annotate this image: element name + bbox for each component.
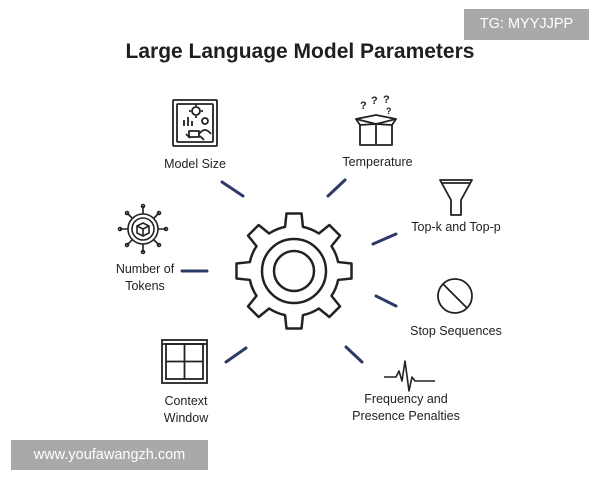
token-chip-icon: [117, 203, 169, 255]
connector-temperature: [326, 178, 347, 198]
site-watermark: www.youfawangzh.com: [11, 440, 208, 470]
label-penalties: Frequency and Presence Penalties: [346, 391, 466, 425]
label-temperature: Temperature: [342, 155, 413, 169]
prohibited-icon: [437, 278, 473, 314]
label-number-of-tokens-line1: Number of: [115, 262, 175, 276]
label-context-window-line1: Context: [164, 394, 208, 408]
connector-penalties: [344, 345, 364, 364]
label-top-k-top-p: Top-k and Top-p: [411, 220, 501, 234]
connector-top-k-top-p: [371, 232, 398, 246]
telegram-watermark: TG: MYYJJPP: [464, 9, 589, 40]
mystery-box-icon: ? ? ? ?: [355, 94, 397, 146]
window-icon: [161, 339, 208, 384]
label-stop-sequences: Stop Sequences: [410, 324, 502, 338]
svg-text:?: ?: [360, 100, 367, 112]
waveform-icon: [384, 360, 435, 392]
gear-hole: [272, 249, 316, 293]
label-context-window-line2: Window: [163, 411, 209, 425]
connector-lines: [180, 178, 398, 364]
label-model-size: Model Size: [164, 157, 226, 171]
label-penalties-line1: Frequency and: [364, 392, 448, 406]
funnel-icon: [439, 179, 473, 216]
connector-stop-sequences: [374, 294, 398, 308]
label-number-of-tokens-line2: Tokens: [125, 279, 165, 293]
label-number-of-tokens: Number of Tokens: [100, 261, 190, 295]
svg-text:?: ?: [383, 94, 390, 106]
connector-model-size: [220, 180, 245, 198]
connector-context-window: [224, 346, 248, 364]
label-penalties-line2: Presence Penalties: [352, 409, 460, 423]
gear-outer-outline: [235, 212, 353, 330]
model-size-icon: [172, 99, 218, 147]
gear-inner-ring: [260, 237, 328, 305]
svg-text:?: ?: [371, 95, 378, 107]
gear-outline: [235, 212, 353, 330]
label-context-window: Context Window: [145, 393, 227, 427]
svg-text:?: ?: [386, 106, 392, 116]
diagram-title: Large Language Model Parameters: [125, 40, 475, 63]
